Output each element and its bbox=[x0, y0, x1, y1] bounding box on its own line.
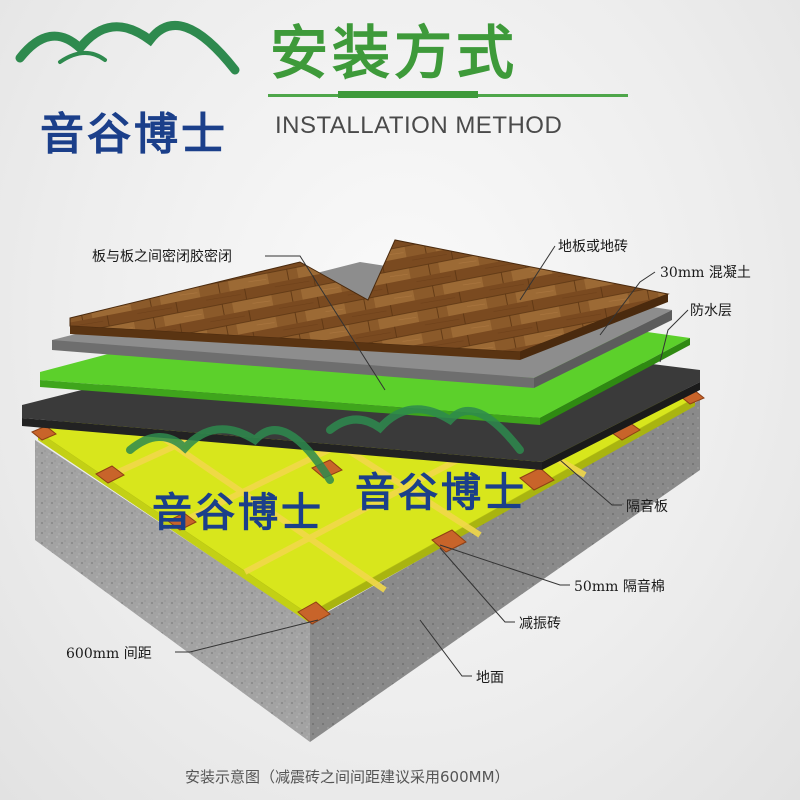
label-waterproof: 防水层 bbox=[690, 303, 732, 319]
diagram-caption: 安装示意图（减震砖之间间距建议采用600MM） bbox=[185, 768, 510, 786]
title-underline-accent bbox=[338, 91, 478, 98]
watermark-brand-name: 音谷博士 bbox=[355, 470, 527, 516]
label-board-seal: 板与板之间密闭胶密闭 bbox=[92, 249, 232, 265]
label-concrete: 30mm 混凝土 bbox=[660, 265, 751, 281]
label-sound-board: 隔音板 bbox=[626, 499, 668, 515]
label-sound-cotton: 50mm 隔音棉 bbox=[574, 579, 665, 595]
label-ground: 地面 bbox=[476, 670, 504, 686]
damping-brick bbox=[297, 601, 331, 625]
brand-mountain-icon bbox=[15, 21, 240, 75]
damping-brick bbox=[519, 467, 555, 491]
watermark-mountain-icon bbox=[126, 405, 524, 484]
brand-name: 音谷博士 bbox=[40, 109, 228, 160]
page-title: 安装方式 bbox=[270, 19, 519, 87]
damping-brick bbox=[95, 465, 125, 484]
watermark-brand-name: 音谷博士 bbox=[152, 490, 324, 536]
wood-floor-layer bbox=[69, 239, 670, 360]
damping-brick bbox=[31, 425, 57, 441]
label-damping-brick: 减振砖 bbox=[519, 616, 561, 632]
leader-lines bbox=[175, 245, 689, 677]
title-underline bbox=[268, 91, 628, 98]
label-floor-tile: 地板或地砖 bbox=[558, 239, 628, 255]
damping-brick bbox=[167, 512, 197, 531]
damping-brick bbox=[431, 529, 467, 553]
label-spacing: 600mm 间距 bbox=[66, 646, 152, 662]
page-subtitle: INSTALLATION METHOD bbox=[275, 112, 563, 139]
